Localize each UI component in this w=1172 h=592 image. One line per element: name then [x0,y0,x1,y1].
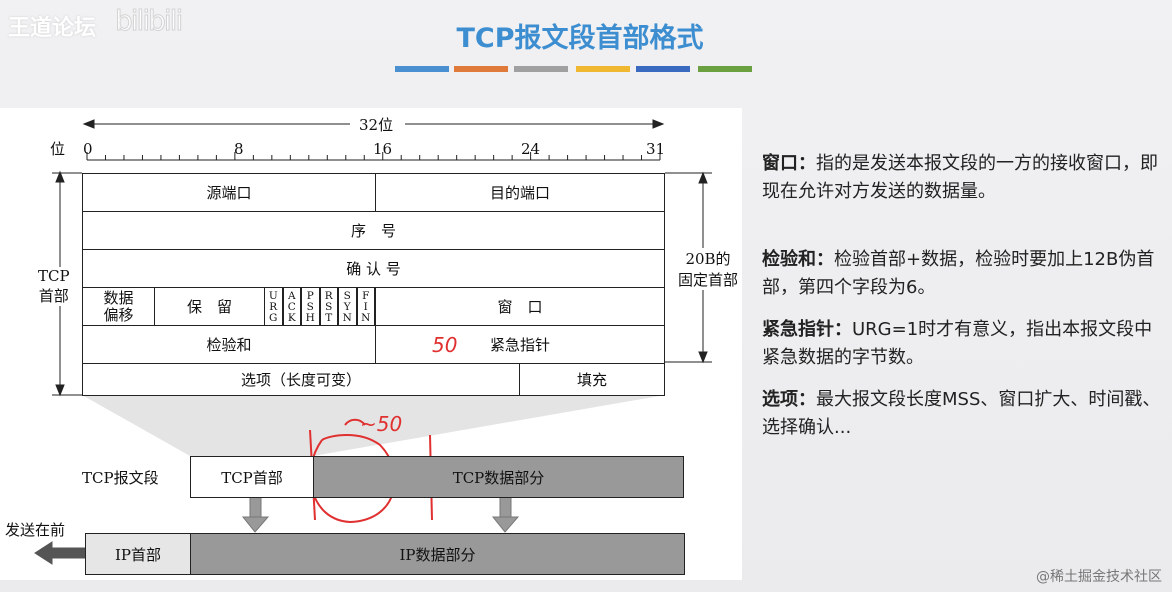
field-window: 窗 口 [375,287,665,326]
tick-0: 0 [83,140,93,158]
flag-urg: URG [264,287,283,326]
bilibili-logo: bilibili [114,4,183,38]
field-checksum: 检验和 [82,325,376,364]
field-seq: 序 号 [82,211,665,250]
bit-label: 位 [50,140,66,158]
width-label: 32位 [356,114,397,135]
field-src-port: 源端口 [82,173,376,212]
flag-psh: PSH [301,287,320,326]
tcp-header-label: TCP 首部 [38,267,70,306]
color-bar [395,66,449,72]
note-window: 窗口：指的是发送本报文段的一方的接收窗口，即现在允许对方发送的数据量。 [762,150,1162,206]
flag-rst-label: RST [322,290,335,323]
note-urgent: 紧急指针：URG=1时才有意义，指出本报文段中紧急数据的字节数。 [762,316,1162,372]
note-term: 窗口： [762,153,816,174]
annotation-tilde-50: ~50 [360,412,403,436]
watermark-forum: 王道论坛 [8,16,97,41]
note-options: 选项：最大报文段长度MSS、窗口扩大、时间戳、选择确认... [762,386,1162,442]
field-dst-port: 目的端口 [375,173,665,212]
field-urgent-pointer: 紧急指针 [375,325,665,364]
field-ack: 确 认 号 [82,249,665,288]
flag-syn: SYN [338,287,357,326]
note-term: 检验和： [762,249,834,270]
tick-31: 31 [646,140,666,158]
tick-16: 16 [373,140,393,158]
color-bar [514,66,568,72]
ip-header: IP首部 [85,533,191,575]
segment-label: TCP报文段 [82,469,159,487]
flag-psh-label: PSH [304,290,317,323]
note-term: 选项： [762,389,816,410]
page-title: TCP报文段首部格式 [456,23,704,54]
flag-fin-label: FIN [359,290,372,323]
color-bar [576,66,630,72]
fixed-header-label: 20B的 固定首部 [678,248,739,290]
color-bar [636,66,690,72]
field-options: 选项（长度可变） [82,363,520,396]
zoom-shade [82,395,665,456]
flag-syn-label: SYN [341,290,354,323]
color-bar [698,66,752,72]
tick-8: 8 [234,140,244,158]
field-reserved: 保 留 [154,287,265,326]
flag-ack: ACK [282,287,301,326]
note-text: URG=1时才有意义，指出本报文段中紧急数据的字节数。 [762,319,1153,368]
note-text: 最大报文段长度MSS、窗口扩大、时间戳、选择确认... [762,389,1161,438]
field-padding: 填充 [519,363,665,396]
tick-24: 24 [521,140,541,158]
note-text: 指的是发送本报文段的一方的接收窗口，即现在允许对方发送的数据量。 [762,153,1158,202]
flag-ack-label: ACK [285,290,298,323]
annotation-50: 50 [432,333,458,357]
flag-rst: RST [319,287,338,326]
note-term: 紧急指针： [762,319,852,340]
note-text: 检验首部+数据，检验时要加上12B伪首部，第四个字段为6。 [762,249,1155,298]
flag-fin: FIN [356,287,375,326]
footer-watermark: @稀土掘金技术社区 [1036,569,1162,585]
note-checksum: 检验和：检验首部+数据，检验时要加上12B伪首部，第四个字段为6。 [762,246,1162,302]
color-bar [454,66,508,72]
ip-data: IP数据部分 [190,533,685,575]
field-data-offset: 数据 偏移 [82,287,155,326]
segment-data: TCP数据部分 [313,456,684,498]
flag-urg-label: URG [267,290,280,323]
segment-header: TCP首部 [190,456,314,498]
send-first-label: 发送在前 [5,521,66,539]
